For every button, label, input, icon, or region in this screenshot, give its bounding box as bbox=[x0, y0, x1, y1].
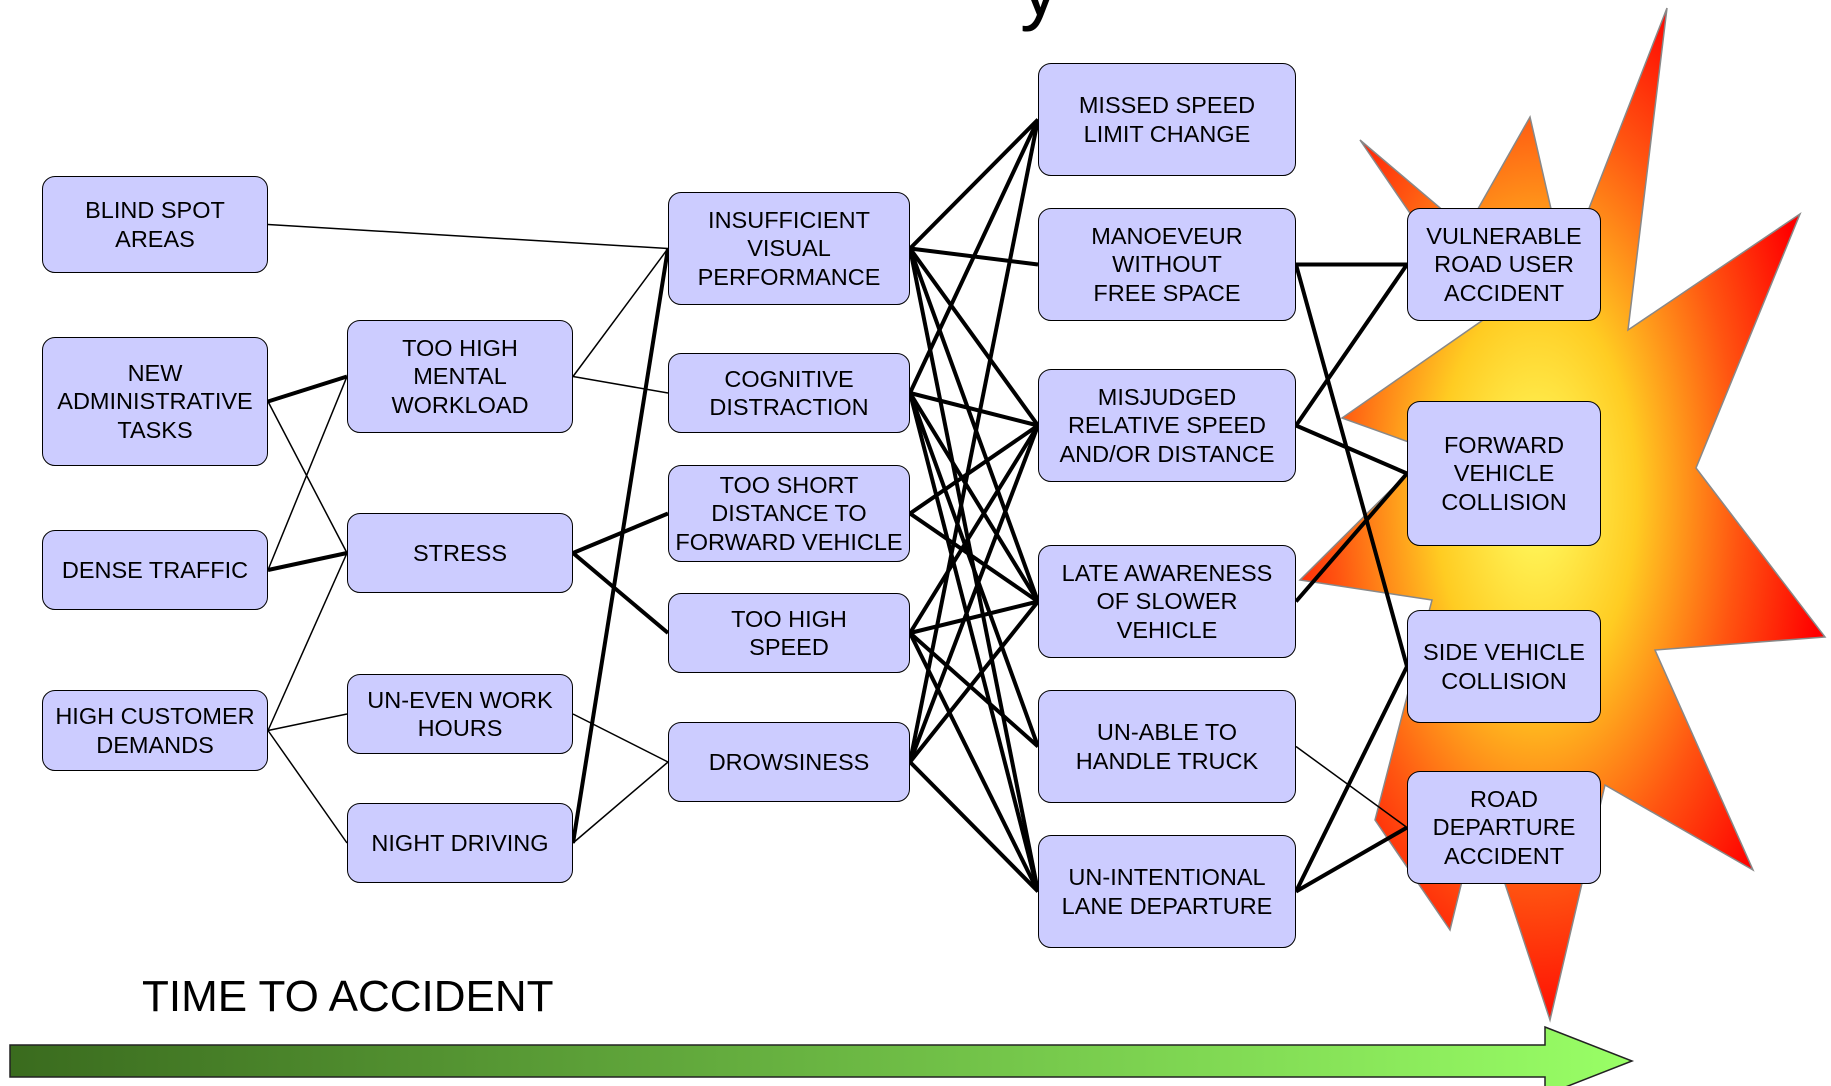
node-vulnerable-road-user-accident: VULNERABLE ROAD USER ACCIDENT bbox=[1407, 208, 1601, 321]
edge-late_awareness-to-forward_collision bbox=[1294, 472, 1409, 603]
edge-night_driving-to-drowsiness bbox=[572, 761, 669, 844]
edge-drowsiness-to-lane_departure bbox=[908, 760, 1040, 893]
node-high-customer-demands: HIGH CUSTOMER DEMANDS bbox=[42, 690, 268, 771]
time-to-accident-label: TIME TO ACCIDENT bbox=[142, 972, 554, 1021]
edge-high_customer-to-night_driving bbox=[267, 730, 348, 844]
edge-cognitive_distraction-to-missed_speed bbox=[908, 118, 1040, 394]
edge-insufficient_visual-to-missed_speed bbox=[908, 118, 1040, 250]
node-too-short-distance: TOO SHORT DISTANCE TO FORWARD VEHICLE bbox=[668, 465, 910, 562]
edge-lane_departure-to-side_collision bbox=[1294, 665, 1409, 893]
node-drowsiness: DROWSINESS bbox=[668, 722, 910, 802]
edge-drowsiness-to-misjudged bbox=[908, 424, 1040, 763]
node-cognitive-distraction: COGNITIVE DISTRACTION bbox=[668, 353, 910, 433]
edge-high_speed-to-late_awareness bbox=[909, 599, 1039, 635]
node-stress: STRESS bbox=[347, 513, 573, 593]
edge-new_admin-to-mental_workload bbox=[267, 374, 348, 404]
edge-high_speed-to-lane_departure bbox=[908, 632, 1040, 893]
edge-new_admin-to-stress bbox=[267, 401, 348, 554]
edge-cognitive_distraction-to-late_awareness bbox=[908, 391, 1040, 603]
edge-lane_departure-to-road_departure bbox=[1295, 825, 1408, 894]
edge-unable_truck-to-road_departure bbox=[1295, 745, 1408, 829]
node-road-departure-accident: ROAD DEPARTURE ACCIDENT bbox=[1407, 771, 1601, 884]
edge-insufficient_visual-to-late_awareness bbox=[908, 247, 1040, 603]
edge-high_speed-to-misjudged bbox=[908, 424, 1040, 635]
edge-misjudged-to-forward_collision bbox=[1295, 423, 1408, 476]
edge-night_driving-to-insufficient_visual bbox=[571, 248, 670, 844]
slide-title-fragment: y bbox=[1020, 0, 1060, 28]
node-too-high-speed: TOO HIGH SPEED bbox=[668, 593, 910, 673]
edge-short_distance-to-late_awareness bbox=[908, 511, 1040, 604]
edge-drowsiness-to-missed_speed bbox=[908, 119, 1040, 763]
edge-cognitive_distraction-to-lane_departure bbox=[908, 392, 1040, 892]
edge-manoeveur-to-side_collision bbox=[1294, 263, 1409, 668]
node-late-awareness-slower-vehicle: LATE AWARENESS OF SLOWER VEHICLE bbox=[1038, 545, 1296, 658]
node-night-driving: NIGHT DRIVING bbox=[347, 803, 573, 883]
node-too-high-mental-workload: TOO HIGH MENTAL WORKLOAD bbox=[347, 320, 573, 433]
node-unable-to-handle-truck: UN-ABLE TO HANDLE TRUCK bbox=[1038, 690, 1296, 803]
edge-blind_spot-to-insufficient_visual bbox=[267, 223, 669, 250]
edge-cognitive_distraction-to-misjudged bbox=[909, 391, 1039, 428]
node-missed-speed-limit-change: MISSED SPEED LIMIT CHANGE bbox=[1038, 63, 1296, 176]
node-unintentional-lane-departure: UN-INTENTIONAL LANE DEPARTURE bbox=[1038, 835, 1296, 948]
edge-uneven_hours-to-drowsiness bbox=[572, 713, 669, 763]
edge-cognitive_distraction-to-unable_truck bbox=[908, 392, 1040, 748]
edge-insufficient_visual-to-misjudged bbox=[908, 247, 1040, 427]
edge-dense_traffic-to-stress bbox=[267, 551, 348, 572]
edge-mental_workload-to-cognitive_distraction bbox=[572, 375, 669, 394]
node-forward-vehicle-collision: FORWARD VEHICLE COLLISION bbox=[1407, 401, 1601, 546]
node-uneven-work-hours: UN-EVEN WORK HOURS bbox=[347, 674, 573, 754]
edge-misjudged-to-vru_accident bbox=[1294, 263, 1409, 427]
edge-stress-to-high_speed bbox=[571, 551, 670, 635]
node-blind-spot-areas: BLIND SPOT AREAS bbox=[42, 176, 268, 273]
node-misjudged-relative-speed: MISJUDGED RELATIVE SPEED AND/OR DISTANCE bbox=[1038, 369, 1296, 482]
node-dense-traffic: DENSE TRAFFIC bbox=[42, 530, 268, 610]
node-new-administrative-tasks: NEW ADMINISTRATIVE TASKS bbox=[42, 337, 268, 466]
edge-short_distance-to-misjudged bbox=[908, 423, 1040, 516]
edge-dense_traffic-to-mental_workload bbox=[267, 376, 348, 571]
edge-drowsiness-to-late_awareness bbox=[908, 600, 1040, 764]
node-side-vehicle-collision: SIDE VEHICLE COLLISION bbox=[1407, 610, 1601, 723]
node-insufficient-visual-performance: INSUFFICIENT VISUAL PERFORMANCE bbox=[668, 192, 910, 305]
node-manoeveur-without-free-space: MANOEVEUR WITHOUT FREE SPACE bbox=[1038, 208, 1296, 321]
edge-high_customer-to-uneven_hours bbox=[267, 713, 348, 732]
edge-mental_workload-to-insufficient_visual bbox=[572, 248, 669, 377]
edge-high_customer-to-stress bbox=[267, 552, 348, 731]
